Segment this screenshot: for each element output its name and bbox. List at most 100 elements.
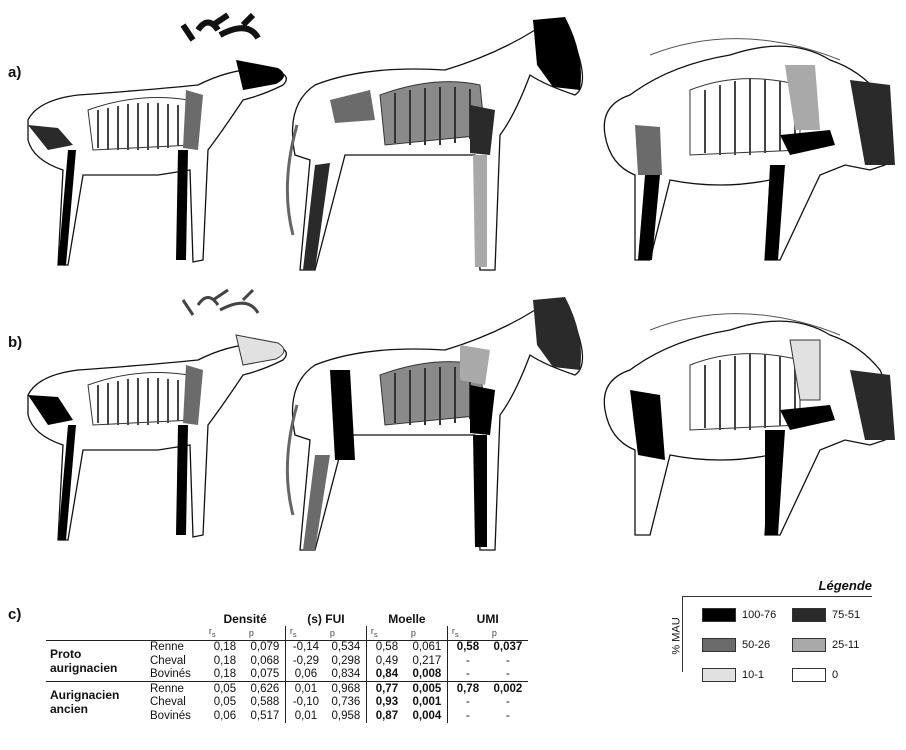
legend-swatch [792,608,826,622]
panel-label-c: c) [8,606,21,623]
value-cell: - [488,668,528,682]
legend-item-75-51: 75-51 [792,608,860,622]
value-cell: 0,93 [366,696,407,710]
value-cell: 0,87 [366,709,407,723]
value-cell: 0,18 [205,654,245,668]
value-cell: -0,10 [285,696,326,710]
sub-p: p [407,626,448,640]
group-name: Proto aurignacien [46,640,146,682]
value-cell: 0,534 [326,640,367,654]
value-cell: 0,217 [407,654,448,668]
value-cell: - [488,654,528,668]
reindeer-skeleton-b [8,285,298,555]
header-moelle: Moelle [366,612,447,626]
value-cell: - [447,709,488,723]
taxon-cell: Cheval [146,654,205,668]
value-cell: - [488,709,528,723]
value-cell: 0,58 [366,640,407,654]
value-cell: 0,298 [326,654,367,668]
legend-title: Légende [819,578,872,593]
table-subheader-row: rs p rs p rs p rs p [46,626,528,640]
value-cell: -0,14 [285,640,326,654]
value-cell: 0,061 [407,640,448,654]
sub-s: s [212,630,216,639]
value-cell: 0,005 [407,682,448,696]
value-cell: 0,626 [245,682,286,696]
value-cell: 0,01 [285,682,326,696]
value-cell: - [447,654,488,668]
legend: Légende % MAU 100-76 75-51 50-26 25-11 1… [672,578,882,708]
value-cell: 0,834 [326,668,367,682]
value-cell: 0,78 [447,682,488,696]
legend-swatch [792,638,826,652]
value-cell: 0,037 [488,640,528,654]
value-cell: 0,18 [205,668,245,682]
bison-skeleton-a [590,15,900,270]
value-cell: 0,58 [447,640,488,654]
sub-p: p [488,626,528,640]
value-cell: 0,77 [366,682,407,696]
taxon-cell: Cheval [146,696,205,710]
value-cell: - [447,668,488,682]
legend-item-10-1: 10-1 [702,668,764,682]
horse-skeleton-a [275,5,595,280]
value-cell: 0,004 [407,709,448,723]
value-cell: 0,968 [326,682,367,696]
value-cell: 0,002 [488,682,528,696]
header-densite: Densité [205,612,286,626]
stats-table: Densité (s) FUI Moelle UMI rs p rs p rs … [46,612,528,723]
legend-label: 75-51 [832,609,860,621]
value-cell: 0,075 [245,668,286,682]
value-cell: - [447,696,488,710]
sub-s: s [455,630,459,639]
value-cell: - [488,696,528,710]
sub-p: p [245,626,286,640]
value-cell: 0,06 [285,668,326,682]
legend-label: 0 [832,669,838,681]
value-cell: 0,008 [407,668,448,682]
legend-swatch [702,668,736,682]
value-cell: 0,958 [326,709,367,723]
value-cell: 0,01 [285,709,326,723]
value-cell: 0,517 [245,709,286,723]
bison-skeleton-b [590,290,900,545]
taxon-cell: Bovinés [146,668,205,682]
legend-label: 10-1 [742,669,764,681]
reindeer-skeleton-a [8,10,298,280]
legend-swatch [702,608,736,622]
legend-item-25-11: 25-11 [792,638,859,652]
header-fui: (s) FUI [285,612,366,626]
legend-label: 25-11 [832,639,859,651]
value-cell: 0,736 [326,696,367,710]
legend-ylabel: % MAU [671,617,683,654]
sub-p: p [326,626,367,640]
legend-item-100-76: 100-76 [702,608,776,622]
value-cell: 0,001 [407,696,448,710]
value-cell: 0,49 [366,654,407,668]
value-cell: 0,079 [245,640,286,654]
value-cell: -0,29 [285,654,326,668]
table-header-row: Densité (s) FUI Moelle UMI [46,612,528,626]
taxon-cell: Bovinés [146,709,205,723]
group-name: Aurignacien ancien [46,682,146,723]
legend-item-50-26: 50-26 [702,638,770,652]
header-umi: UMI [447,612,528,626]
value-cell: 0,068 [245,654,286,668]
legend-label: 100-76 [742,609,776,621]
value-cell: 0,18 [205,640,245,654]
legend-axis-line [682,596,872,597]
legend-swatch [702,638,736,652]
horse-skeleton-b [275,285,595,560]
value-cell: 0,84 [366,668,407,682]
legend-item-0: 0 [792,668,838,682]
taxon-cell: Renne [146,640,205,654]
taxon-cell: Renne [146,682,205,696]
legend-swatch [792,668,826,682]
legend-label: 50-26 [742,639,770,651]
sub-s: s [293,630,297,639]
value-cell: 0,05 [205,682,245,696]
value-cell: 0,05 [205,696,245,710]
